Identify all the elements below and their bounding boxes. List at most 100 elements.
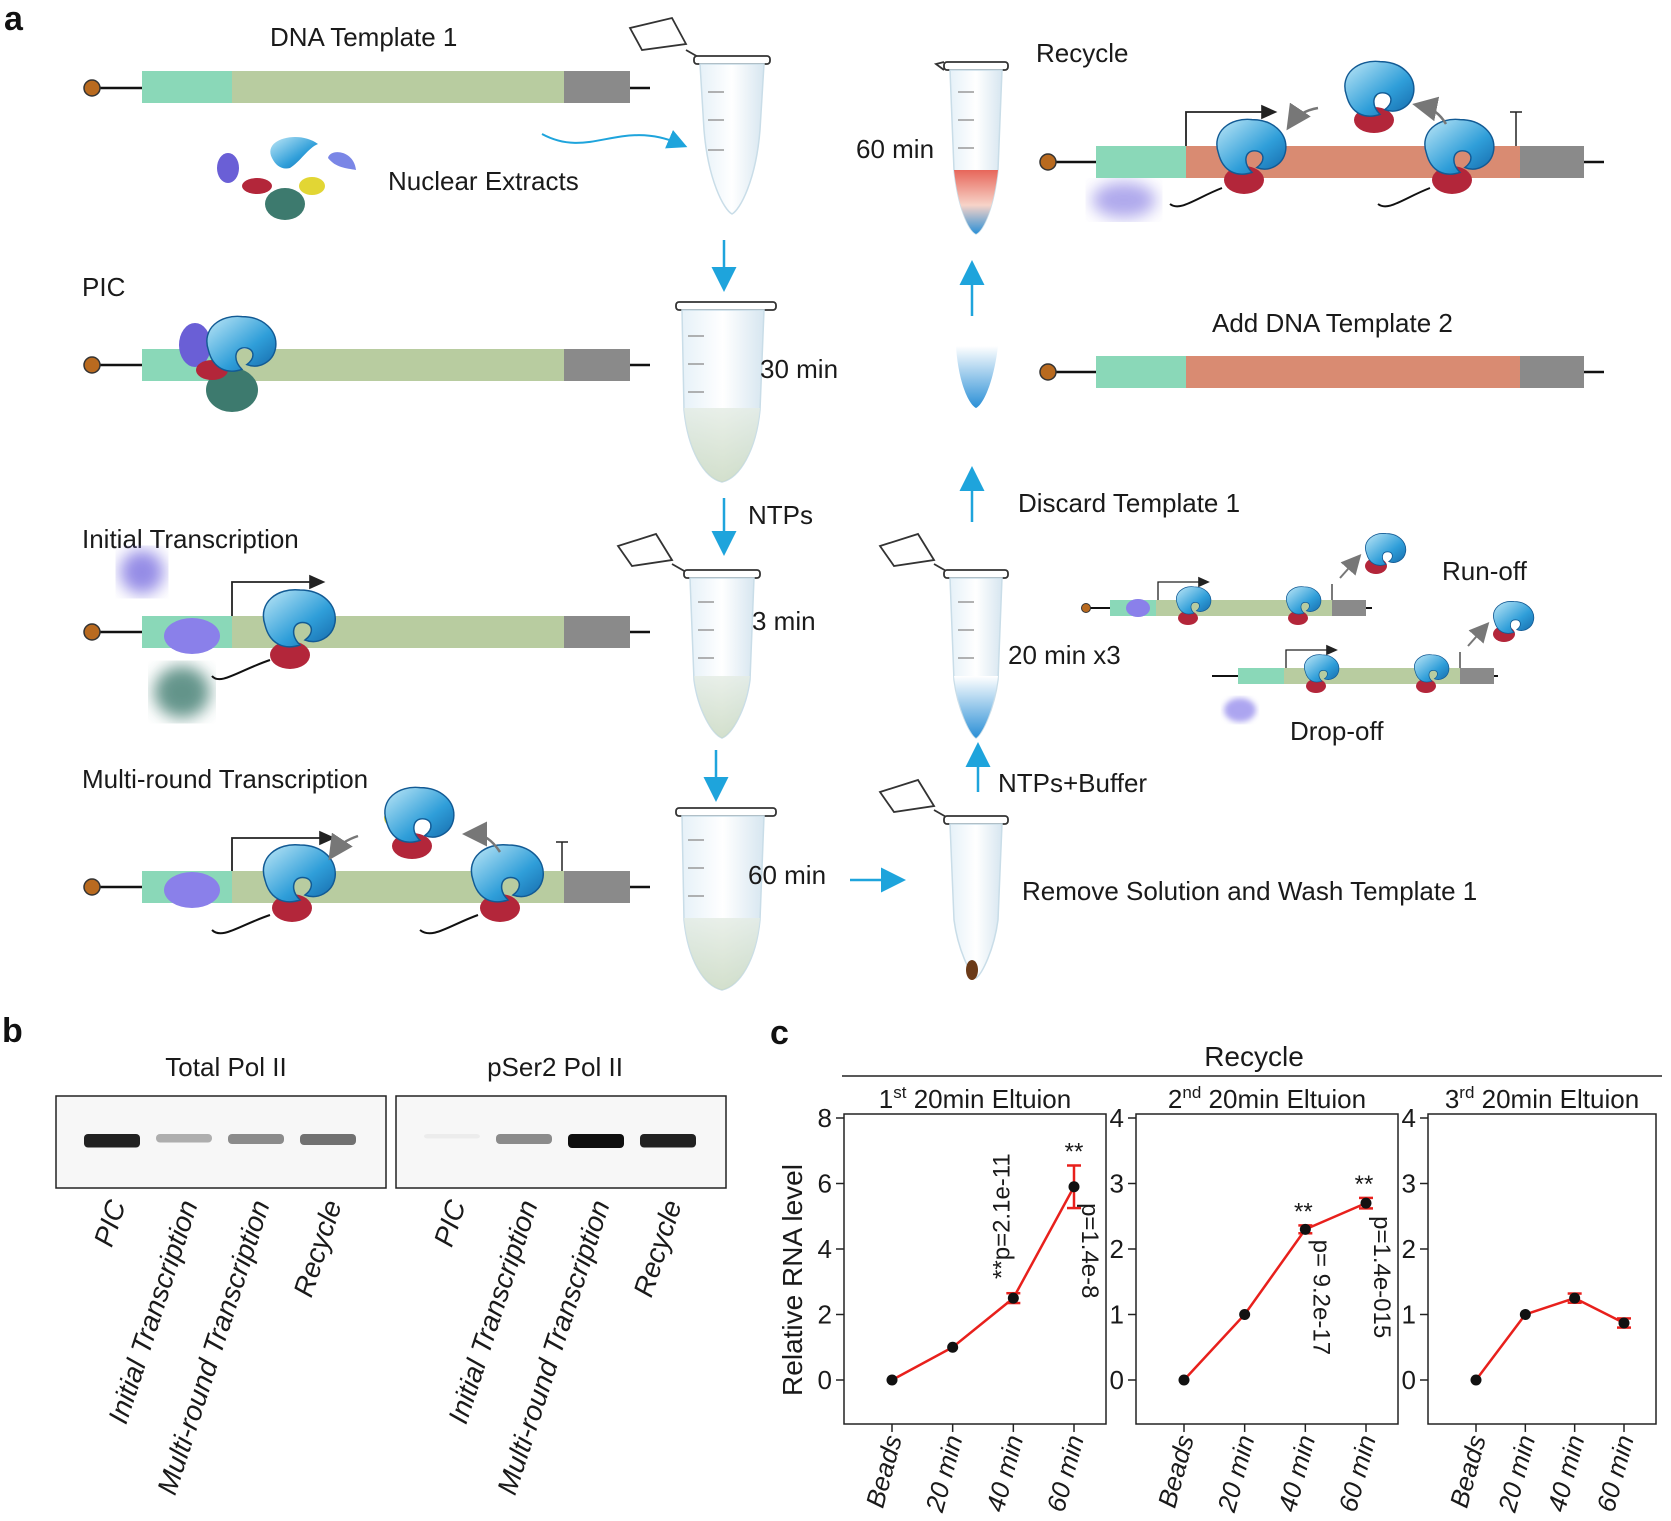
tube-20-min-x3 bbox=[878, 532, 1009, 739]
label-20-min-x3: 20 min x3 bbox=[1008, 640, 1121, 670]
blot-band bbox=[640, 1134, 696, 1148]
label-multi-round: Multi-round Transcription bbox=[82, 764, 368, 794]
chart-title: 2nd 20min Eltuion bbox=[1168, 1083, 1366, 1114]
label-60-min-left: 60 min bbox=[748, 860, 826, 890]
label-initial-transcription: Initial Transcription bbox=[82, 524, 299, 554]
data-point bbox=[1068, 1181, 1080, 1193]
plot-frame bbox=[843, 1113, 1107, 1425]
y-tick-label: 1 bbox=[1402, 1300, 1416, 1330]
multi-round-template bbox=[83, 786, 650, 935]
data-point bbox=[1239, 1309, 1251, 1320]
blot-band bbox=[424, 1134, 480, 1139]
data-point bbox=[1299, 1223, 1311, 1235]
blot-lane-label: Recycle bbox=[627, 1196, 687, 1300]
label-3-min: 3 min bbox=[752, 606, 816, 636]
plot-frame bbox=[1427, 1113, 1657, 1425]
blot-band bbox=[228, 1134, 284, 1144]
y-tick-label: 4 bbox=[1402, 1103, 1416, 1133]
data-point bbox=[1360, 1197, 1372, 1209]
annotation-p-60: p=1.4e-015 bbox=[1368, 1216, 1395, 1338]
tube-initial-transcription bbox=[616, 532, 761, 739]
label-ntps-buffer: NTPs+Buffer bbox=[998, 768, 1147, 798]
tube-template-2 bbox=[956, 346, 998, 408]
data-point bbox=[1519, 1309, 1531, 1320]
pic-template bbox=[83, 315, 650, 412]
blot-band bbox=[496, 1134, 552, 1144]
y-tick-label: 2 bbox=[818, 1300, 832, 1330]
blot-lane-label: PIC bbox=[88, 1196, 132, 1251]
data-point bbox=[1618, 1317, 1630, 1329]
series-line bbox=[1183, 1202, 1367, 1381]
x-tick-label: 40 min bbox=[980, 1432, 1029, 1515]
y-tick-label: 4 bbox=[1110, 1103, 1124, 1133]
label-discard: Discard Template 1 bbox=[1018, 488, 1240, 518]
data-point bbox=[947, 1341, 959, 1353]
data-point bbox=[886, 1374, 898, 1386]
y-tick-label: 1 bbox=[1110, 1300, 1124, 1330]
data-point bbox=[1470, 1374, 1482, 1386]
y-tick-label: 6 bbox=[818, 1169, 832, 1199]
annotation-star-60: ** bbox=[1355, 1171, 1374, 1198]
y-tick-label: 0 bbox=[1110, 1365, 1124, 1395]
extract-arrow bbox=[541, 130, 688, 149]
label-dna-template-1: DNA Template 1 bbox=[270, 22, 457, 52]
y-tick-label: 2 bbox=[1110, 1234, 1124, 1264]
drop-off-diagram bbox=[1212, 601, 1535, 722]
series-line bbox=[891, 1186, 1076, 1382]
x-tick-label: Beads bbox=[1152, 1432, 1200, 1511]
data-point bbox=[1569, 1292, 1581, 1304]
data-point bbox=[1178, 1374, 1190, 1386]
x-tick-label: 60 min bbox=[1591, 1432, 1640, 1515]
panel-a-letter: a bbox=[4, 0, 24, 38]
recycle-group-title: Recycle bbox=[1204, 1041, 1304, 1072]
x-tick-label: 20 min bbox=[1492, 1432, 1541, 1516]
x-tick-label: 40 min bbox=[1541, 1432, 1590, 1515]
y-tick-label: 3 bbox=[1402, 1169, 1416, 1199]
chart-title: 3rd 20min Eltuion bbox=[1445, 1083, 1639, 1114]
dna-template-2 bbox=[1039, 356, 1604, 388]
blot-band bbox=[300, 1134, 356, 1145]
data-point bbox=[1007, 1292, 1019, 1304]
blot-band bbox=[568, 1134, 624, 1148]
label-60-min-recycle: 60 min bbox=[856, 134, 934, 164]
panel-c-letter: c bbox=[770, 1014, 789, 1052]
y-tick-label: 0 bbox=[1402, 1365, 1416, 1395]
x-tick-label: 20 min bbox=[1211, 1432, 1260, 1516]
y-tick-label: 4 bbox=[818, 1234, 832, 1264]
panel-b-letter: b bbox=[2, 1012, 23, 1050]
label-drop-off: Drop-off bbox=[1290, 716, 1384, 746]
y-tick-label: 3 bbox=[1110, 1169, 1124, 1199]
x-tick-label: 40 min bbox=[1272, 1432, 1321, 1515]
x-tick-label: 60 min bbox=[1041, 1432, 1090, 1515]
annotation-star-60: ** bbox=[1065, 1138, 1084, 1165]
x-tick-label: 60 min bbox=[1333, 1432, 1382, 1515]
series-line bbox=[1475, 1296, 1625, 1381]
label-ntps: NTPs bbox=[748, 500, 813, 530]
nuclear-extract-proteins bbox=[217, 136, 356, 220]
label-30-min: 30 min bbox=[760, 354, 838, 384]
annotation-p-40: **p=2.1e-11 bbox=[988, 1153, 1015, 1279]
tube-nuclear-extracts bbox=[628, 16, 771, 215]
x-tick-label: 20 min bbox=[919, 1432, 968, 1516]
dna-template-1 bbox=[83, 71, 650, 103]
label-add-template-2: Add DNA Template 2 bbox=[1212, 308, 1453, 338]
label-run-off: Run-off bbox=[1442, 556, 1528, 586]
run-off-diagram bbox=[1081, 533, 1407, 625]
blot-band bbox=[84, 1134, 140, 1148]
y-axis-label: Relative RNA level bbox=[777, 1164, 808, 1396]
plot-frame bbox=[1135, 1113, 1399, 1425]
initial-transcription-template bbox=[83, 550, 650, 718]
label-recycle: Recycle bbox=[1036, 38, 1128, 68]
tube-pic bbox=[675, 301, 777, 483]
label-nuclear-extracts: Nuclear Extracts bbox=[388, 166, 579, 196]
annotation-p-40: p= 9.2e-17 bbox=[1307, 1240, 1334, 1355]
y-tick-label: 0 bbox=[818, 1365, 832, 1395]
chart-title: 1st 20min Eltuion bbox=[879, 1083, 1071, 1114]
blot-lane-label: Recycle bbox=[287, 1196, 347, 1300]
annotation-p-60: p=1.4e-8 bbox=[1076, 1203, 1103, 1298]
annotation-star-40: ** bbox=[1294, 1198, 1313, 1225]
tube-recycle bbox=[933, 61, 1009, 235]
